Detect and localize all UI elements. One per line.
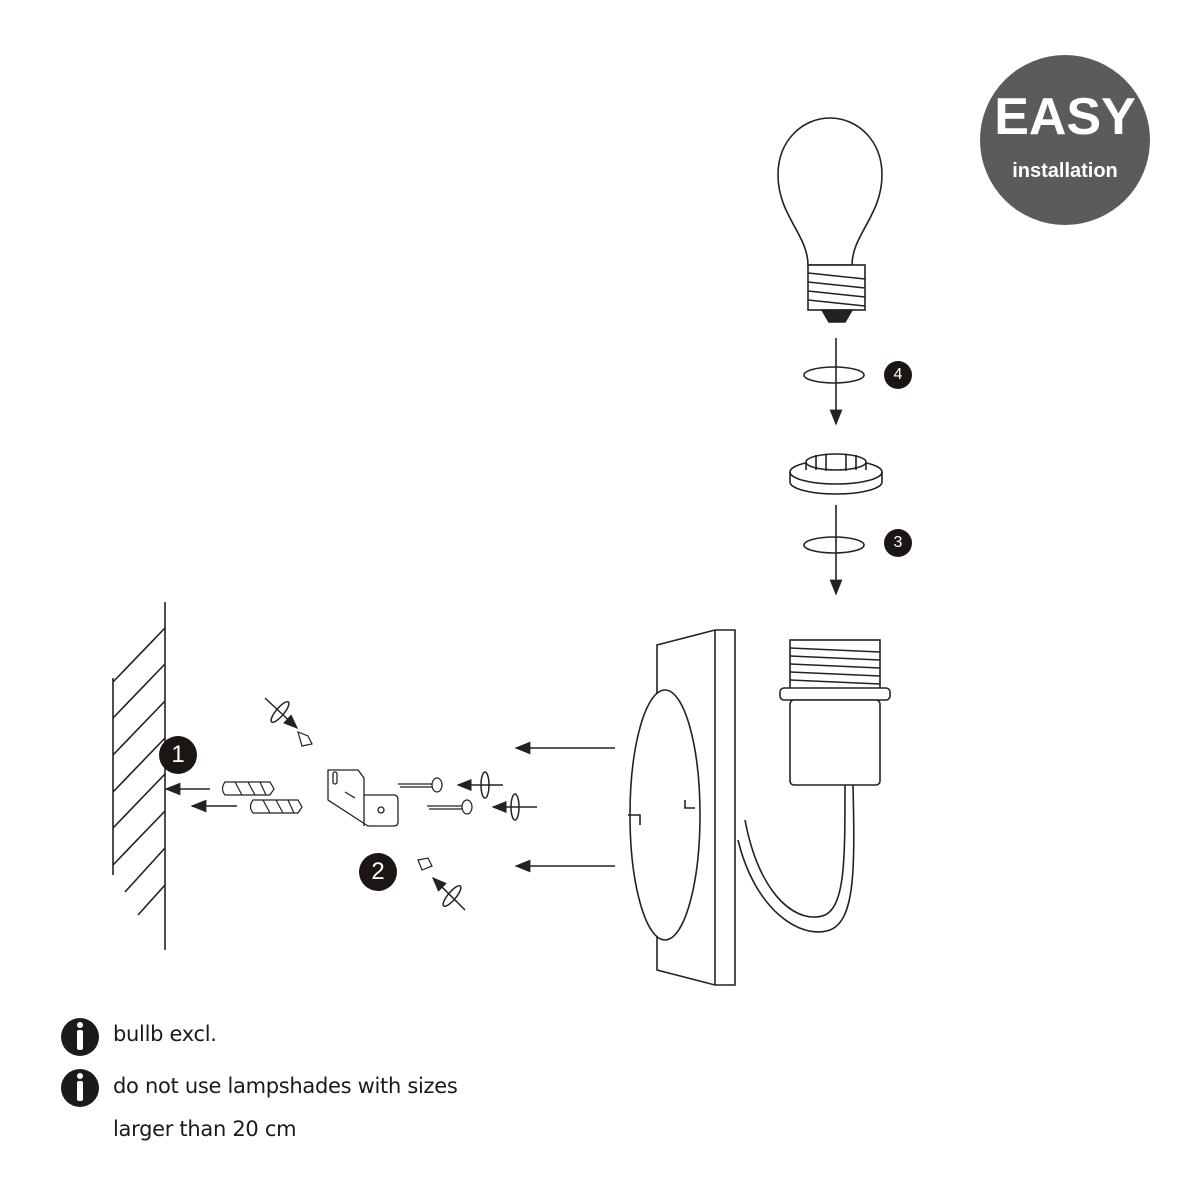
note-bulb-excluded: bullb excl.: [113, 1022, 217, 1046]
wall-plate-icon: [628, 629, 736, 986]
screw-icon: [297, 730, 473, 871]
socket-ring-icon: [789, 453, 883, 495]
wall-hatch-icon: [112, 602, 166, 950]
mounting-bracket-icon: [327, 769, 399, 827]
step-1-marker: 1: [159, 736, 197, 774]
easy-installation-badge: EASY installation: [980, 55, 1150, 225]
info-icon: [61, 1069, 99, 1107]
rotate-down-arrow-step3: [803, 505, 865, 596]
info-icon: [61, 1018, 99, 1056]
step-3-marker: 3: [884, 529, 912, 557]
badge-title: EASY: [994, 88, 1136, 146]
note-lampshade-size: do not use lampshades with sizes: [113, 1074, 458, 1098]
rotate-down-arrow-step4: [803, 338, 865, 426]
step-4-marker: 4: [884, 361, 912, 389]
step-2-marker: 2: [359, 853, 397, 891]
badge-subtitle: installation: [1012, 160, 1118, 182]
lamp-socket-icon: [737, 639, 891, 933]
rotate-arrow-icons: [264, 697, 537, 911]
light-bulb-icon: [777, 117, 883, 323]
wall-anchor-icon: [221, 781, 303, 814]
note-lampshade-size-cont: larger than 20 cm: [113, 1117, 297, 1141]
